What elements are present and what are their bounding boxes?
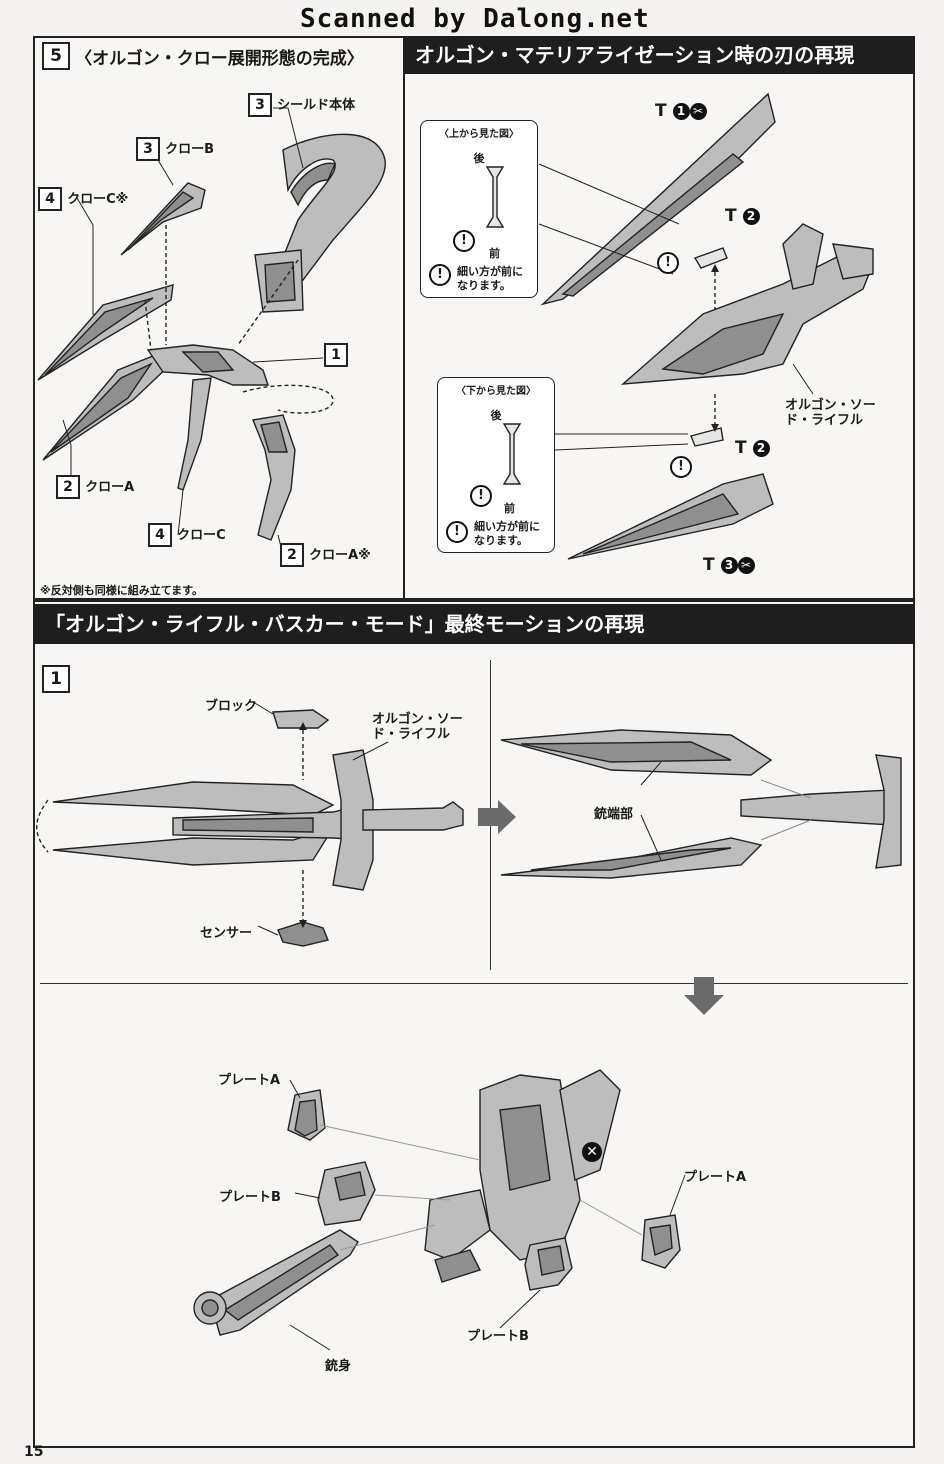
callout-claw-c-mark: 4 [38, 187, 62, 211]
label-claw-b: 3 クローB [136, 137, 214, 161]
section5-title: 〈オルゴン・クロー展開形態の完成〉 [75, 49, 364, 69]
upper-blade [52, 781, 335, 816]
rifle-barrel-right [362, 801, 464, 831]
rifle-blade-diagram [36, 701, 464, 947]
materialization-header: オルゴン・マテリアライゼーション時の刃の再現 [403, 36, 915, 74]
section5-note: ※反対側も同様に組み立てます。 [40, 584, 204, 597]
part-code-t2-bottom: T 2 [735, 438, 770, 458]
rifle-frame-right [875, 754, 902, 869]
sword-rifle-grip [782, 223, 824, 290]
top-view-pin [485, 166, 505, 228]
label-shield-body: 3 シールド本体 [248, 93, 355, 117]
warning-icon: ! [429, 264, 451, 286]
warning-icon: ! [453, 230, 475, 252]
part-code-t1: T 1✂ [655, 101, 707, 121]
arrow-right-icon [478, 800, 516, 834]
blade-t1 [540, 92, 776, 306]
sword-rifle-body [620, 253, 874, 385]
label-sensor: センサー [200, 926, 253, 941]
label-plate-b-bottom: プレートB [467, 1329, 529, 1344]
plate-exploded-diagram [193, 1069, 686, 1351]
rifle-core-right [740, 789, 892, 826]
label-barrel: 銃身 [325, 1359, 352, 1374]
callout-shield-body: 3 [248, 93, 272, 117]
horizontal-divider [40, 983, 908, 984]
watermark: Scanned by Dalong.net [300, 4, 650, 34]
callout-claw-a-mark: 2 [280, 543, 304, 567]
section5-header: 5 〈オルゴン・クロー展開形態の完成〉 [42, 42, 364, 70]
label-claw-a: 2 クローA [56, 475, 134, 499]
page-number: 15 [24, 1444, 44, 1460]
label-plate-a-left: プレートA [218, 1073, 281, 1088]
step-number-box: 5 [42, 42, 70, 70]
top-view-inset: 〈上から見た図〉 後 ! 前 ! 細い方が前に なります。 [420, 120, 538, 298]
label-buster-sword-rifle: オルゴン・ソード・ライフル [372, 712, 463, 742]
claw-c-part [177, 377, 212, 491]
shield-body-inner [290, 162, 336, 207]
label-block: ブロック [205, 699, 258, 714]
label-plate-a-right: プレートA [684, 1170, 747, 1185]
warning-icon: ! [657, 252, 679, 274]
part-code-t3: T 3✂ [703, 555, 755, 575]
label-joint: 1 [324, 343, 348, 367]
part-cut-icon: ✂ [737, 556, 755, 574]
buster-mode-panel [33, 600, 915, 1448]
part-t2-bottom [690, 427, 724, 447]
warning-icon: ! [670, 456, 692, 478]
callout-claw-c: 4 [148, 523, 172, 547]
block-part [272, 709, 330, 729]
blade-materialization-diagram [538, 92, 874, 560]
arrow-down-icon [684, 977, 724, 1015]
claw-assembly-diagram [37, 107, 386, 556]
rifle-vertical-frame [332, 749, 374, 891]
warning-icon: ! [470, 485, 492, 507]
part-t2-top [693, 247, 728, 269]
buster-step-number-box: 1 [42, 665, 70, 693]
rifle-arm-right [559, 1069, 621, 1181]
callout-joint: 1 [324, 343, 348, 367]
muzzle-detach-diagram [500, 729, 902, 879]
buster-mode-header: 「オルゴン・ライフル・バスカー・モード」最終モーションの再現 [33, 604, 915, 644]
shield-body-part [277, 133, 386, 281]
claw-c-mark-part [37, 284, 174, 381]
part-code-t2-top: T 2 [725, 206, 760, 226]
callout-claw-b: 3 [136, 137, 160, 161]
callout-claw-a: 2 [56, 475, 80, 499]
label-claw-c-mark: 4 クローC※ [38, 187, 128, 211]
rifle-lower-grip [424, 1189, 491, 1261]
sword-rifle-rear [832, 243, 874, 280]
bottom-view-inset: 〈下から見た図〉 後 ! 前 ! 細い方が前に なります。 [437, 377, 555, 553]
warning-icon: ! [446, 521, 468, 543]
bottom-view-pin [502, 423, 522, 485]
x-circle-icon: ✕ [582, 1141, 602, 1162]
label-claw-c: 4 クローC [148, 523, 226, 547]
part-cut-icon: ✂ [689, 102, 707, 120]
label-muzzle: 銃端部 [594, 807, 634, 822]
label-sword-rifle: オルゴン・ソード・ライフル [785, 398, 876, 428]
label-claw-a-mark: 2 クローA※ [280, 543, 371, 567]
label-plate-b-left: プレートB [219, 1190, 281, 1205]
